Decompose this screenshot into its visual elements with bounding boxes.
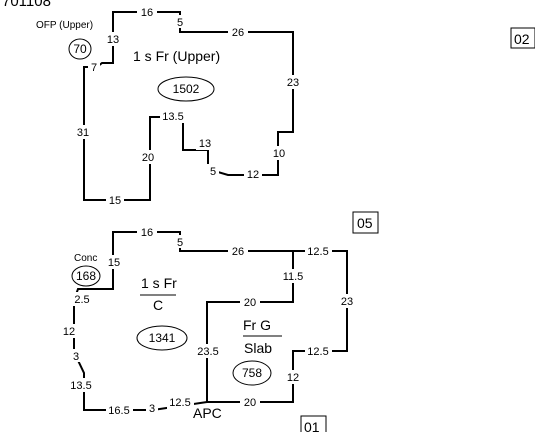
lower-main-area-sqft: 1341	[149, 331, 176, 345]
lower-garage-area-label-top: Fr G	[243, 317, 271, 333]
lower-dim-26: 26	[232, 246, 244, 258]
lower-main-area-ring	[136, 325, 188, 351]
upper-dim-7: 7	[91, 62, 97, 74]
upper-dim-13-5: 13.5	[162, 111, 183, 123]
lower-dim-13-5: 13.5	[70, 380, 91, 392]
upper-dim-5b: 5	[210, 166, 216, 178]
lower-dim-11-5: 11.5	[283, 271, 304, 283]
upper-main-area-sqft: 1502	[173, 82, 200, 96]
lower-dim-23-5: 23.5	[197, 346, 218, 358]
sketch-bottom: 01	[300, 415, 327, 432]
record-id-fragment: 701108	[2, 0, 51, 10]
upper-small-area-ring	[68, 38, 92, 60]
lower-dim-12-left: 12	[63, 326, 75, 338]
box-label-01-frame	[300, 415, 327, 432]
box-label-02: 02	[514, 31, 530, 47]
lower-dim-20-interior: 20	[244, 297, 256, 309]
lower-small-area-ring	[71, 265, 101, 287]
upper-dim-23: 23	[287, 77, 299, 89]
lower-dim-16: 16	[141, 227, 153, 239]
lower-dim-12-5-bottom: 12.5	[169, 397, 190, 409]
upper-dim-5: 5	[177, 17, 183, 29]
upper-small-area-sqft: 70	[73, 42, 87, 56]
lower-dim-12-5-top: 12.5	[307, 246, 328, 258]
upper-dim-13b: 13	[107, 34, 119, 46]
lower-garage-area-label-bottom: Slab	[244, 340, 272, 356]
upper-dim-16: 16	[141, 7, 153, 19]
upper-dim-15: 15	[109, 195, 121, 207]
upper-main-area-label: 1 s Fr (Upper)	[133, 48, 220, 64]
upper-dim-26: 26	[232, 27, 244, 39]
lower-dim-5: 5	[177, 237, 183, 249]
lower-small-area-sqft: 168	[76, 269, 96, 283]
lower-dim-15: 15	[108, 257, 120, 269]
lower-main-area-label-top: 1 s Fr	[141, 275, 177, 291]
upper-dim-13: 13	[199, 138, 211, 150]
upper-main-area-ring	[157, 76, 215, 102]
lower-dim-23: 23	[341, 296, 353, 308]
sketch-upper: 16 5 26 23 10 12 5 13 13.5 20 15 31 7 13…	[36, 5, 535, 207]
upper-small-area-label: OFP (Upper)	[36, 20, 93, 31]
lower-small-area-label: Conc	[74, 253, 97, 264]
lower-dim-12-5-right: 12.5	[307, 346, 328, 358]
upper-dim-31: 31	[77, 127, 89, 139]
lower-dim-12: 12	[287, 372, 299, 384]
lower-main-area-label-bottom: C	[153, 297, 163, 313]
lower-dim-20-bottom: 20	[244, 397, 256, 409]
lower-dim-3-left: 3	[73, 351, 79, 363]
lower-dim-2-5: 2.5	[74, 294, 89, 306]
sketch-lower: 16 5 26 12.5 11.5 23 12.5 12 20 12.5 3 1…	[62, 211, 379, 421]
lower-dim-3-bottom: 3	[149, 403, 155, 415]
lower-garage-area-ring	[232, 360, 272, 386]
box-label-02-frame	[510, 27, 535, 49]
lower-center-label: APC	[193, 405, 222, 421]
box-label-05: 05	[357, 215, 373, 231]
upper-dim-10: 10	[273, 148, 285, 160]
upper-dim-12: 12	[247, 169, 259, 181]
box-label-05-frame	[352, 211, 379, 234]
lower-dim-16-5: 16.5	[108, 405, 129, 417]
box-label-01: 01	[304, 419, 320, 432]
upper-dim-20: 20	[142, 152, 154, 164]
lower-garage-area-sqft: 758	[242, 366, 262, 380]
